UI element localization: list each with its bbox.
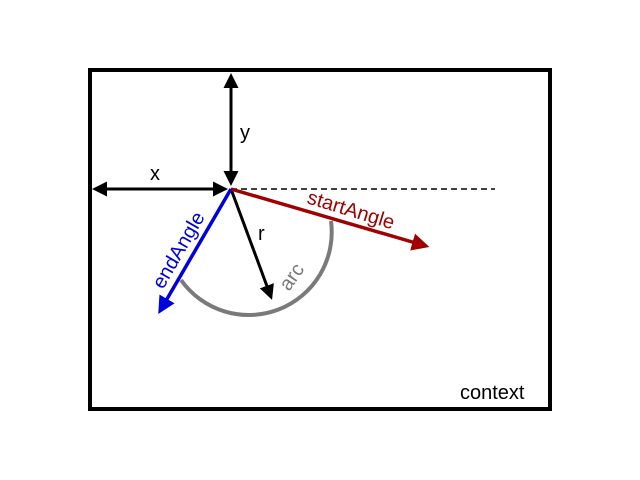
context-label: context [460, 382, 525, 404]
context-frame [88, 68, 552, 411]
start-angle-arrow [230, 187, 430, 251]
end-angle-arrow [158, 188, 233, 315]
arc-label: arc [275, 259, 309, 294]
r-label: r [258, 223, 265, 245]
x-label: x [150, 163, 160, 185]
arc-path [179, 220, 334, 318]
y-label: y [240, 122, 250, 144]
radius-arrow [229, 188, 274, 300]
start-angle-label: startAngle [305, 187, 398, 234]
